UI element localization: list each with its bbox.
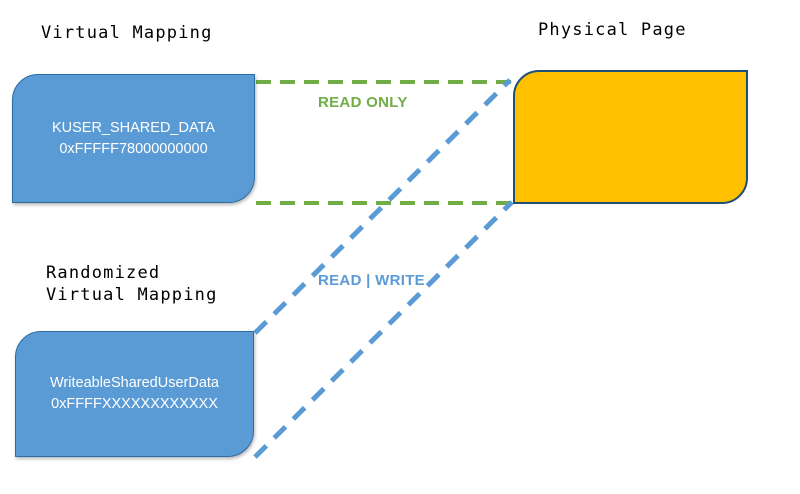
heading-randomized-line2: Virtual Mapping <box>46 285 218 305</box>
edge-label-read-only: READ ONLY <box>318 94 408 111</box>
heading-randomized-line1: Randomized <box>46 263 161 283</box>
box-kuser-name: KUSER_SHARED_DATA <box>51 119 216 136</box>
edge-read-write-bottom <box>253 200 514 459</box>
box-kuser-address: 0xFFFFF78000000000 <box>59 140 208 157</box>
box-writeable-name: WriteableSharedUserData <box>50 375 219 391</box>
heading-physical-page: Physical Page <box>538 20 687 40</box>
box-kuser-shared-data[interactable]: KUSER_SHARED_DATA 0xFFFFF78000000000 <box>12 74 255 203</box>
box-writeable-shared-user-data[interactable]: WriteableSharedUserData 0xFFFFXXXXXXXXXX… <box>15 331 254 457</box>
heading-virtual-mapping: Virtual Mapping <box>41 23 213 43</box>
box-physical-page[interactable] <box>513 70 748 204</box>
edge-label-read-write: READ | WRITE <box>318 272 425 289</box>
box-writeable-address: 0xFFFFXXXXXXXXXXXX <box>51 396 218 412</box>
edge-read-write-top <box>253 78 512 335</box>
